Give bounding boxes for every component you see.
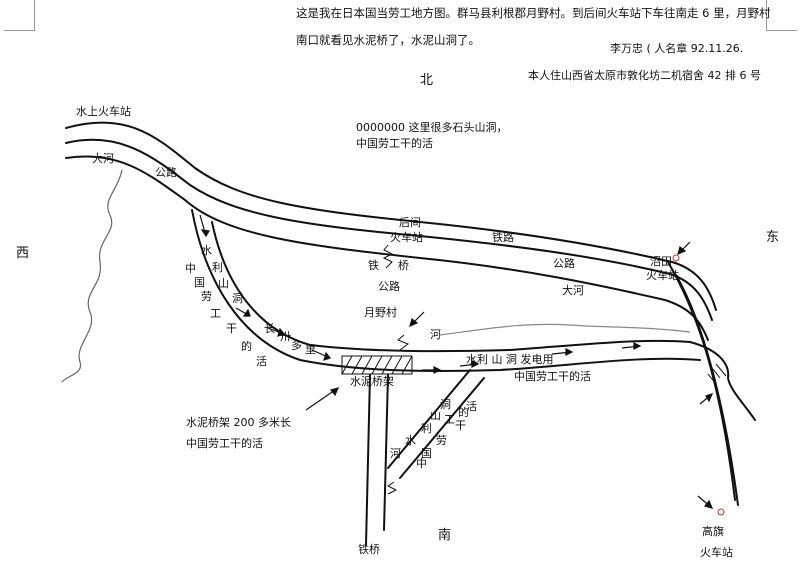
railway-label: 铁路 <box>492 231 514 244</box>
lower-vertical-char: 国 <box>421 447 432 460</box>
east-label: 东 <box>766 230 780 245</box>
crop-mark-right <box>766 0 797 31</box>
long-tunnel-char: 卅 <box>280 330 291 343</box>
numata-station-marker <box>672 254 680 262</box>
left-vertical-char: 干 <box>226 322 237 335</box>
bridge-note-line2: 中国劳工干的活 <box>186 437 263 450</box>
left-vertical-char: 的 <box>241 340 252 353</box>
lower-vertical-char: 洞 <box>440 398 451 411</box>
railway-line <box>65 121 717 311</box>
lower-vertical-char: 中 <box>416 457 427 470</box>
left-vertical-char: 国 <box>194 276 205 289</box>
river-right-curve <box>689 341 756 421</box>
river-near-village <box>439 323 691 336</box>
iron-bridge-bottom-label: 铁桥 <box>358 543 380 556</box>
numata-station-line1: 沼田 <box>650 255 672 268</box>
long-tunnel-char: 里 <box>305 343 316 356</box>
tunnel-curve-inner <box>211 221 691 353</box>
cement-bridge-hatch <box>341 355 413 375</box>
big-river-label-2: 大河 <box>562 284 584 297</box>
road-south-right <box>383 374 389 531</box>
lower-vertical-char: 的 <box>458 406 469 419</box>
iron-bridge-label-a: 铁 <box>368 259 379 272</box>
gomashi-station-line1: 后间 <box>399 216 421 229</box>
highway-line <box>65 138 713 321</box>
long-tunnel-char: 多 <box>291 339 302 352</box>
left-vertical-char: 洞 <box>232 292 243 305</box>
cement-bridge-label: 水泥桥架 <box>350 375 394 388</box>
road-south-left <box>365 374 371 546</box>
lower-vertical-char: 利 <box>421 422 432 435</box>
header-line1: 这是我在日本国当劳工地方图。群马县利根郡月野村。到后间火车站下车往南走 6 里，… <box>296 6 771 20</box>
lower-vertical-char: 山 <box>430 409 441 422</box>
lower-vertical-char: 河 <box>390 447 401 460</box>
river-label: 河 <box>430 328 441 341</box>
gomashi-station-line2: 火车站 <box>390 231 423 244</box>
left-vertical-char: 活 <box>256 355 267 368</box>
chinese-labor-label: 中国劳工干的活 <box>514 370 591 383</box>
left-vertical-char: 利 <box>212 261 223 274</box>
south-label: 南 <box>438 528 452 543</box>
lower-vertical-char: 干 <box>455 419 466 432</box>
mizukami-station-label: 水上火车站 <box>76 105 131 118</box>
address: 本人住山西省太原市敦化坊二机宿舍 42 排 6 号 <box>528 69 761 82</box>
iron-bridge-label-b: 桥 <box>398 259 409 272</box>
waterway-cave-label: 水利 山 洞 发电用 <box>466 353 554 366</box>
takahata-station-line1: 高旗 <box>702 525 724 538</box>
tsukino-village-label: 月野村 <box>364 306 397 319</box>
signature: 李万忠 ( 人名章 92.11.26. <box>610 42 744 55</box>
lower-vertical-char: 工 <box>444 413 455 426</box>
highway-label-1: 公路 <box>155 166 177 179</box>
west-label: 西 <box>16 246 30 261</box>
wavy-river-left <box>61 169 123 383</box>
arrows <box>199 214 714 509</box>
lower-vertical-char: 劳 <box>436 434 447 447</box>
waterway-left <box>387 369 471 469</box>
note-line1: 0000000 这里很多石头山洞， <box>356 121 508 134</box>
highway-label-3: 公路 <box>378 280 400 293</box>
big-river-label-1: 大河 <box>92 152 114 165</box>
iron-bridge-zigzag <box>382 244 394 269</box>
left-vertical-char: 中 <box>185 262 196 275</box>
road-to-takahata <box>675 274 739 506</box>
note-line2: 中国劳工干的活 <box>356 137 433 150</box>
takahata-station-marker <box>717 508 725 516</box>
big-river-line <box>65 155 709 341</box>
header-line2: 南口就看见水泥桥了，水泥山洞了。 <box>296 33 480 47</box>
north-label: 北 <box>420 73 434 88</box>
left-vertical-char: 劳 <box>201 290 212 303</box>
lower-vertical-char: 水 <box>405 434 416 447</box>
tunnel-curve-outer <box>191 209 701 372</box>
numata-station-line2: 火车站 <box>646 269 679 282</box>
lower-vertical-char: 活 <box>466 400 477 413</box>
bridge-zigzag-lower <box>387 481 398 495</box>
waterway-right <box>399 377 485 479</box>
left-vertical-char: 山 <box>218 277 229 290</box>
left-vertical-char: 水 <box>201 244 212 257</box>
long-tunnel-char: 长 <box>264 322 275 335</box>
junction-hatch <box>707 363 727 385</box>
crop-mark-left <box>4 0 35 31</box>
bridge-zigzag-river <box>397 334 410 351</box>
highway-label-2: 公路 <box>553 257 575 270</box>
left-vertical-char: 工 <box>210 307 221 320</box>
bridge-note-line1: 水泥桥架 200 多米长 <box>186 416 291 429</box>
takahata-station-line2: 火车站 <box>700 546 733 559</box>
